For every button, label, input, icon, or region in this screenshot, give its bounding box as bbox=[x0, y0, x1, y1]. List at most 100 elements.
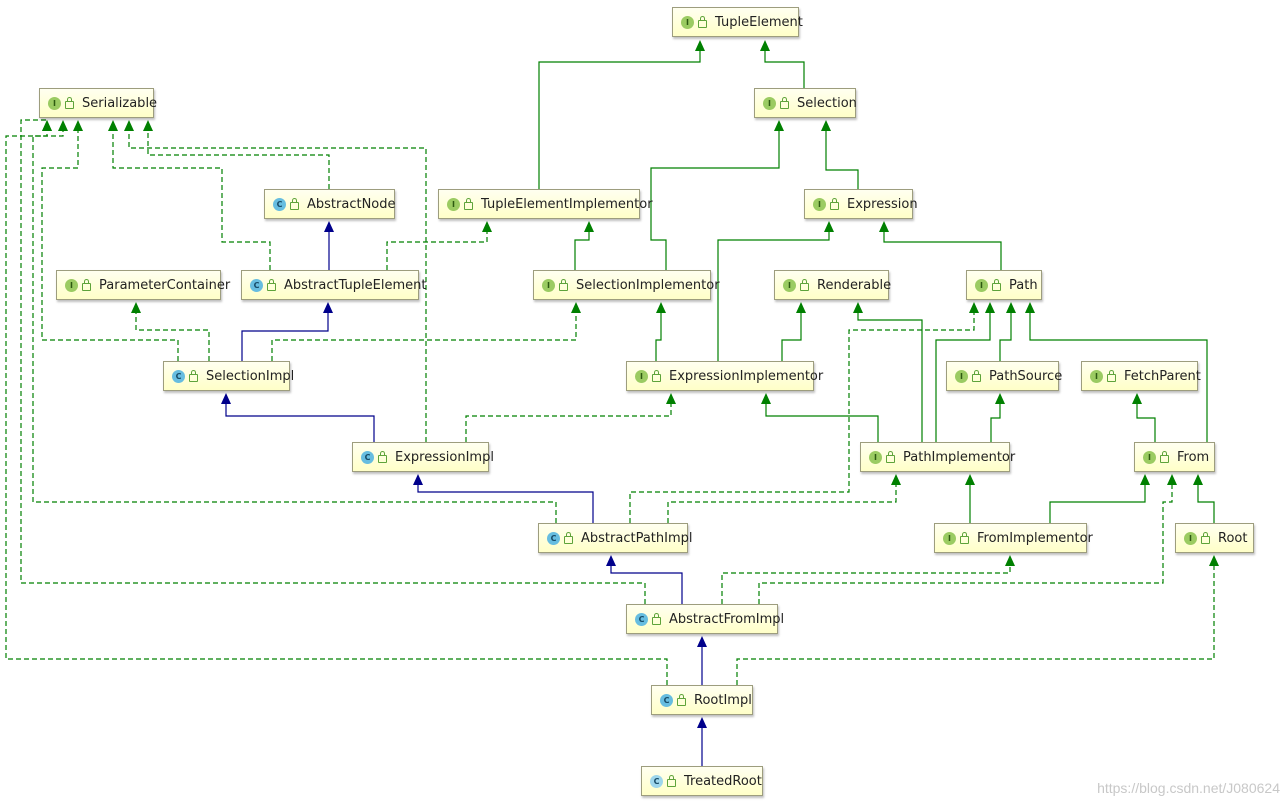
node-label: Root bbox=[1218, 530, 1248, 546]
node-label: ExpressionImplementor bbox=[669, 368, 824, 384]
arrowhead-PathImplementor-to-Renderable bbox=[853, 302, 863, 313]
interface-icon: I bbox=[1143, 450, 1156, 464]
edge-SelectionImplementor-to-Selection bbox=[650, 120, 784, 270]
edge-TreatedRoot-to-RootImpl bbox=[697, 717, 707, 766]
edge-AbstractPathImpl-to-PathImplementor bbox=[667, 474, 901, 523]
edge-SelectionImpl-to-AbstractTupleElement bbox=[241, 302, 333, 361]
node-Root[interactable]: I Root bbox=[1175, 523, 1254, 553]
lock-icon bbox=[189, 370, 198, 382]
arrowhead-AbstractFromImpl-to-FromImplementor bbox=[1005, 555, 1015, 566]
edge-FromImplementor-to-PathImplementor bbox=[965, 474, 975, 523]
node-label: FetchParent bbox=[1124, 368, 1201, 384]
lock-icon bbox=[780, 97, 789, 109]
arrowhead-AbstractFromImpl-to-AbstractPathImpl bbox=[606, 555, 616, 566]
class-icon: C bbox=[273, 197, 286, 211]
node-label: PathSource bbox=[989, 368, 1063, 384]
arrowhead-FromImplementor-to-PathImplementor bbox=[965, 474, 975, 485]
node-From[interactable]: I From bbox=[1134, 442, 1215, 472]
class-icon: C bbox=[650, 774, 663, 788]
edge-PathImplementor-to-PathSource bbox=[990, 393, 1005, 442]
arrowhead-From-to-Path bbox=[1025, 302, 1035, 313]
arrowhead-Expression-to-Selection bbox=[821, 120, 831, 131]
edge-AbstractPathImpl-to-Serializable bbox=[32, 120, 557, 523]
interface-icon: I bbox=[1090, 369, 1103, 383]
arrowhead-ExpressionImpl-to-Serializable bbox=[124, 120, 134, 131]
interface-icon: I bbox=[813, 197, 826, 211]
edge-RootImpl-to-Serializable bbox=[5, 120, 668, 685]
lock-icon bbox=[830, 198, 839, 210]
node-label: Path bbox=[1009, 277, 1038, 293]
arrowhead-SelectionImpl-to-AbstractTupleElement bbox=[323, 302, 333, 313]
node-label: PathImplementor bbox=[903, 449, 1016, 465]
interface-icon: I bbox=[763, 96, 776, 110]
node-label: Renderable bbox=[817, 277, 892, 293]
node-label: From bbox=[1177, 449, 1210, 465]
interface-icon: I bbox=[1184, 531, 1197, 545]
edge-AbstractTupleElement-to-Serializable bbox=[108, 120, 271, 270]
arrowhead-FromImplementor-to-From bbox=[1140, 474, 1150, 485]
lock-icon bbox=[1107, 370, 1116, 382]
edge-SelectionImplementor-to-TupleElementImplementor bbox=[574, 221, 594, 270]
arrowhead-SelectionImpl-to-SelectionImplementor bbox=[571, 302, 581, 313]
arrowhead-AbstractTupleElement-to-AbstractNode bbox=[324, 221, 334, 232]
arrowhead-Root-to-From bbox=[1193, 474, 1203, 485]
arrowhead-From-to-FetchParent bbox=[1132, 393, 1142, 404]
arrowhead-AbstractFromImpl-to-From bbox=[1167, 474, 1177, 485]
arrowhead-RootImpl-to-AbstractFromImpl bbox=[697, 636, 707, 647]
arrowhead-TreatedRoot-to-RootImpl bbox=[697, 717, 707, 728]
lock-icon bbox=[267, 279, 276, 291]
edge-TupleElementImplementor-to-TupleElement bbox=[538, 40, 705, 189]
interface-icon: I bbox=[635, 369, 648, 383]
lock-icon bbox=[559, 279, 568, 291]
node-FetchParent[interactable]: I FetchParent bbox=[1081, 361, 1201, 391]
arrowhead-AbstractPathImpl-to-Serializable bbox=[58, 120, 68, 131]
edge-FromImplementor-to-From bbox=[1049, 474, 1150, 523]
interface-icon: I bbox=[65, 278, 78, 292]
edge-AbstractTupleElement-to-TupleElementImplementor bbox=[386, 221, 492, 270]
interface-icon: I bbox=[681, 15, 694, 29]
lock-icon bbox=[972, 370, 981, 382]
lock-icon bbox=[677, 694, 686, 706]
edge-PathImplementor-to-Path bbox=[935, 302, 995, 442]
edge-ExpressionImplementor-to-SelectionImplementor bbox=[655, 302, 666, 361]
arrowhead-ExpressionImplementor-to-Expression bbox=[824, 221, 834, 232]
node-TreatedRoot[interactable]: C TreatedRoot bbox=[641, 766, 763, 796]
node-label: TreatedRoot bbox=[684, 773, 762, 789]
edge-AbstractPathImpl-to-Path bbox=[629, 302, 979, 523]
node-label: AbstractPathImpl bbox=[581, 530, 693, 546]
class-icon: C bbox=[635, 612, 648, 626]
arrowhead-SelectionImpl-to-Serializable bbox=[73, 120, 83, 131]
arrowhead-ExpressionImplementor-to-Renderable bbox=[796, 302, 806, 313]
arrowhead-Selection-to-TupleElement bbox=[760, 40, 770, 51]
node-ExpressionImplementor[interactable]: I ExpressionImplementor bbox=[626, 361, 823, 391]
node-label: FromImplementor bbox=[977, 530, 1093, 546]
arrowhead-SelectionImpl-to-ParameterContainer bbox=[131, 302, 141, 313]
node-label: Serializable bbox=[82, 95, 158, 111]
arrowhead-ExpressionImpl-to-ExpressionImplementor bbox=[666, 393, 676, 404]
arrowhead-AbstractPathImpl-to-PathImplementor bbox=[891, 474, 901, 485]
edge-Root-to-From bbox=[1193, 474, 1215, 523]
lock-icon bbox=[464, 198, 473, 210]
edge-From-to-Path bbox=[1025, 302, 1208, 442]
lock-icon bbox=[564, 532, 573, 544]
interface-icon: I bbox=[542, 278, 555, 292]
